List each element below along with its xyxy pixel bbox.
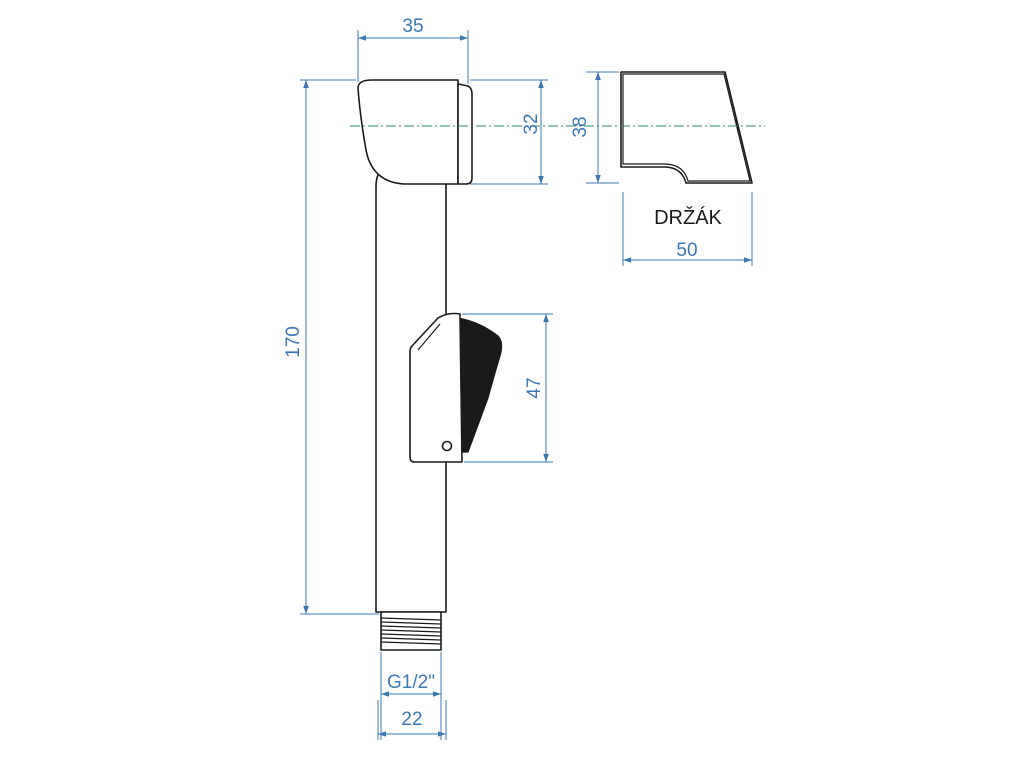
trigger-pivot: [441, 440, 453, 452]
sprayer-nozzle-cap: [457, 83, 473, 185]
sprayer-head: [357, 79, 459, 185]
holder-label: DRŽÁK: [654, 206, 722, 229]
trigger-lever: [457, 317, 503, 453]
threaded-connector: [380, 611, 442, 651]
dim-head-width: 35: [357, 16, 469, 84]
dim-trigger-height-value: 47: [524, 377, 545, 398]
bidet-sprayer: [357, 79, 503, 651]
trigger-housing: [409, 312, 463, 463]
dim-trigger-height: 47: [462, 313, 553, 463]
dim-thread-width-value: 22: [401, 709, 422, 730]
dim-holder-height-value: 38: [570, 116, 591, 137]
dim-holder-width-value: 50: [676, 240, 697, 261]
dim-thread-value: G1/2": [387, 672, 435, 693]
dim-holder-width: 50: [622, 192, 753, 266]
dim-holder-height: 38: [570, 71, 619, 184]
holder-outline: [620, 71, 753, 184]
dim-thread-width: 22: [377, 700, 447, 740]
holder: [620, 71, 753, 184]
dim-head-height: 32: [470, 79, 548, 185]
dim-total-length-value: 170: [283, 326, 304, 358]
dim-head-width-value: 35: [402, 16, 423, 37]
dim-total-length: 170: [283, 79, 379, 615]
dim-thread: G1/2": [380, 652, 442, 740]
dim-head-height-value: 32: [521, 113, 542, 134]
